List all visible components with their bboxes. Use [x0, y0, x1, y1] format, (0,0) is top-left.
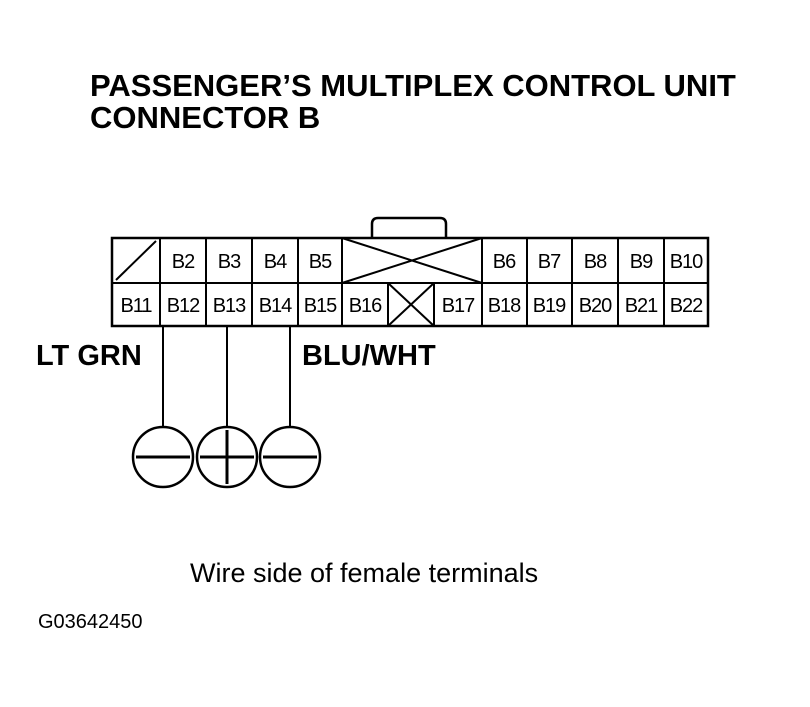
- pin-label: B13: [213, 295, 246, 317]
- title-line-1: PASSENGER’S MULTIPLEX CONTROL UNIT: [90, 68, 736, 103]
- pin-label: B9: [630, 251, 653, 273]
- probe-wires: [162, 326, 291, 426]
- pin-label: B14: [259, 295, 292, 317]
- pin-label: B12: [167, 295, 200, 317]
- figure-code: G03642450: [38, 611, 143, 633]
- title-line-2: CONNECTOR B: [90, 100, 321, 135]
- pin-label: B8: [584, 251, 607, 273]
- pin-label: B4: [264, 251, 287, 273]
- negative-terminal-icon: [258, 425, 322, 489]
- pin-label: B7: [538, 251, 561, 273]
- connector-lock-tab: [370, 216, 448, 238]
- wire-color-label-lt-grn: LT GRN: [36, 340, 142, 372]
- cavity-b1-unused-mark: [115, 240, 157, 281]
- pin-label: B17: [442, 295, 475, 317]
- negative-terminal-icon: [131, 425, 195, 489]
- pin-label: B11: [120, 295, 152, 317]
- pin-label: B3: [218, 251, 241, 273]
- diagram-title: PASSENGER’S MULTIPLEX CONTROL UNIT CONNE…: [90, 70, 736, 134]
- bottom-row-labels: B11 B12 B13 B14 B15 B16 B17 B18 B19 B20 …: [120, 295, 704, 317]
- diagram-caption: Wire side of female terminals: [190, 558, 539, 588]
- wire-color-label-blu-wht: BLU/WHT: [302, 340, 436, 372]
- pin-label: B5: [309, 251, 332, 273]
- pin-label: B18: [488, 295, 521, 317]
- pin-label: B20: [579, 295, 612, 317]
- pin-label: B2: [172, 251, 195, 273]
- pin-label: B21: [625, 295, 658, 317]
- bottom-row-separators: [159, 283, 665, 326]
- pin-label: B6: [493, 251, 516, 273]
- pin-label: B10: [670, 251, 703, 273]
- pin-label: B19: [533, 295, 566, 317]
- cavity-center-unused-mark: [341, 237, 483, 284]
- pin-label: B15: [304, 295, 337, 317]
- positive-terminal-icon: [195, 425, 259, 489]
- top-row-separators: [159, 238, 665, 283]
- pin-label: B22: [670, 295, 703, 317]
- cavity-bottom-unused-mark: [387, 282, 435, 327]
- pin-label: B16: [349, 295, 382, 317]
- top-row-labels: B2 B3 B4 B5 B6 B7 B8 B9 B10: [172, 251, 704, 273]
